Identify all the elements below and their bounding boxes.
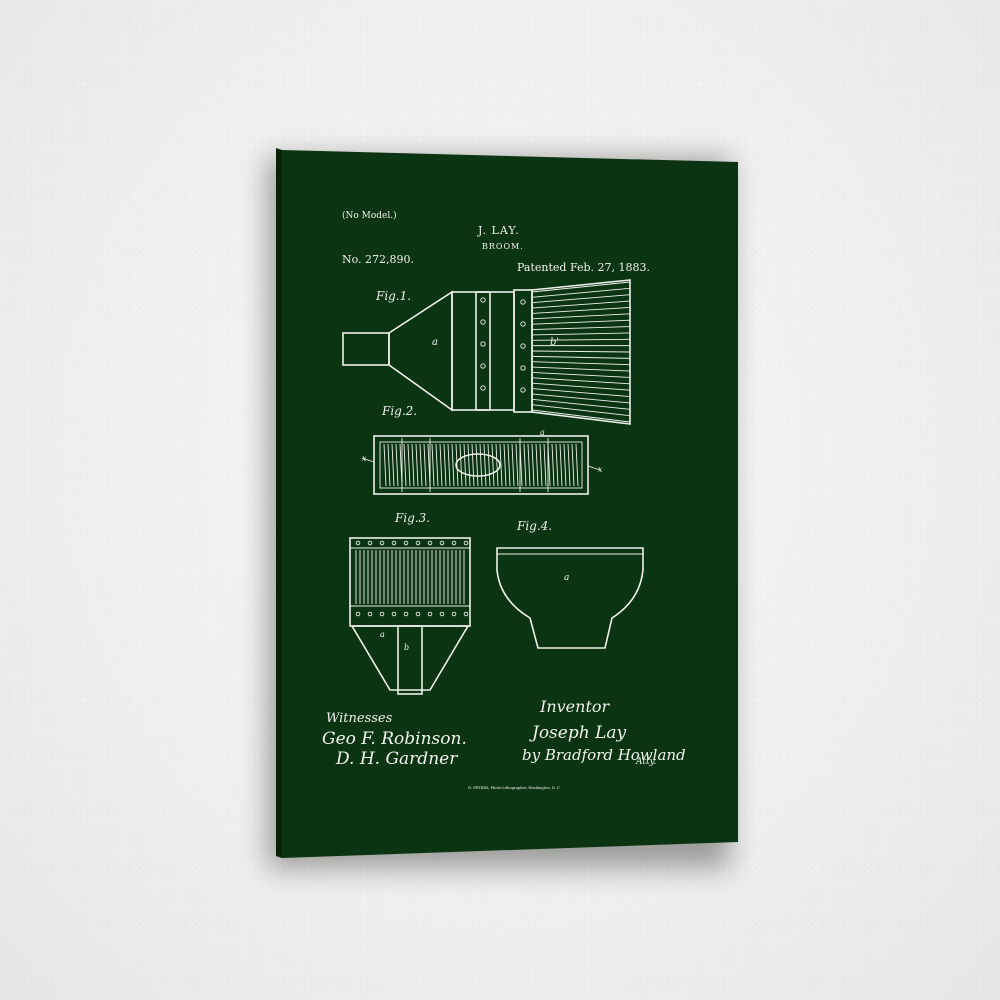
attorney-signature: by Bradford Howland <box>522 746 686 764</box>
inventor-short: J. LAY. <box>477 224 520 237</box>
fig2-cross-section-drawing: x x a <box>361 428 603 495</box>
inventor-heading: Inventor <box>539 697 611 716</box>
fig4-label: Fig.4. <box>516 519 552 533</box>
inventor-signature: Joseph Lay <box>529 723 626 743</box>
svg-text:a: a <box>564 573 569 583</box>
svg-text:b': b' <box>550 337 559 348</box>
fig1-broom-drawing: a b' <box>342 279 631 425</box>
svg-text:x: x <box>598 465 603 474</box>
svg-text:a: a <box>380 630 385 639</box>
fig4-cover-drawing: a <box>496 547 644 649</box>
patent-number: No. 272,890. <box>342 253 414 266</box>
patent-date: Patented Feb. 27, 1883. <box>517 261 650 274</box>
fig1-label: Fig.1. <box>375 289 411 303</box>
svg-text:x: x <box>362 454 367 463</box>
svg-text:a: a <box>540 428 545 437</box>
witness-1-signature: Geo F. Robinson. <box>322 729 467 749</box>
printer-line: N. PETERS, Photo-Lithographer, Washingto… <box>468 786 561 790</box>
svg-text:a: a <box>432 337 438 348</box>
fig2-label: Fig.2. <box>381 404 417 418</box>
witnesses-heading: Witnesses <box>326 711 393 726</box>
canvas-left-edge <box>276 148 282 858</box>
fig3-front-view-drawing: a b <box>349 537 471 695</box>
model-note: (No Model.) <box>342 210 397 221</box>
witness-2-signature: D. H. Gardner <box>335 749 458 769</box>
fig3-label: Fig.3. <box>394 511 430 525</box>
subject-title: BROOM. <box>482 242 524 251</box>
svg-text:b: b <box>404 643 409 652</box>
attorney-suffix: Atty. <box>635 757 656 767</box>
